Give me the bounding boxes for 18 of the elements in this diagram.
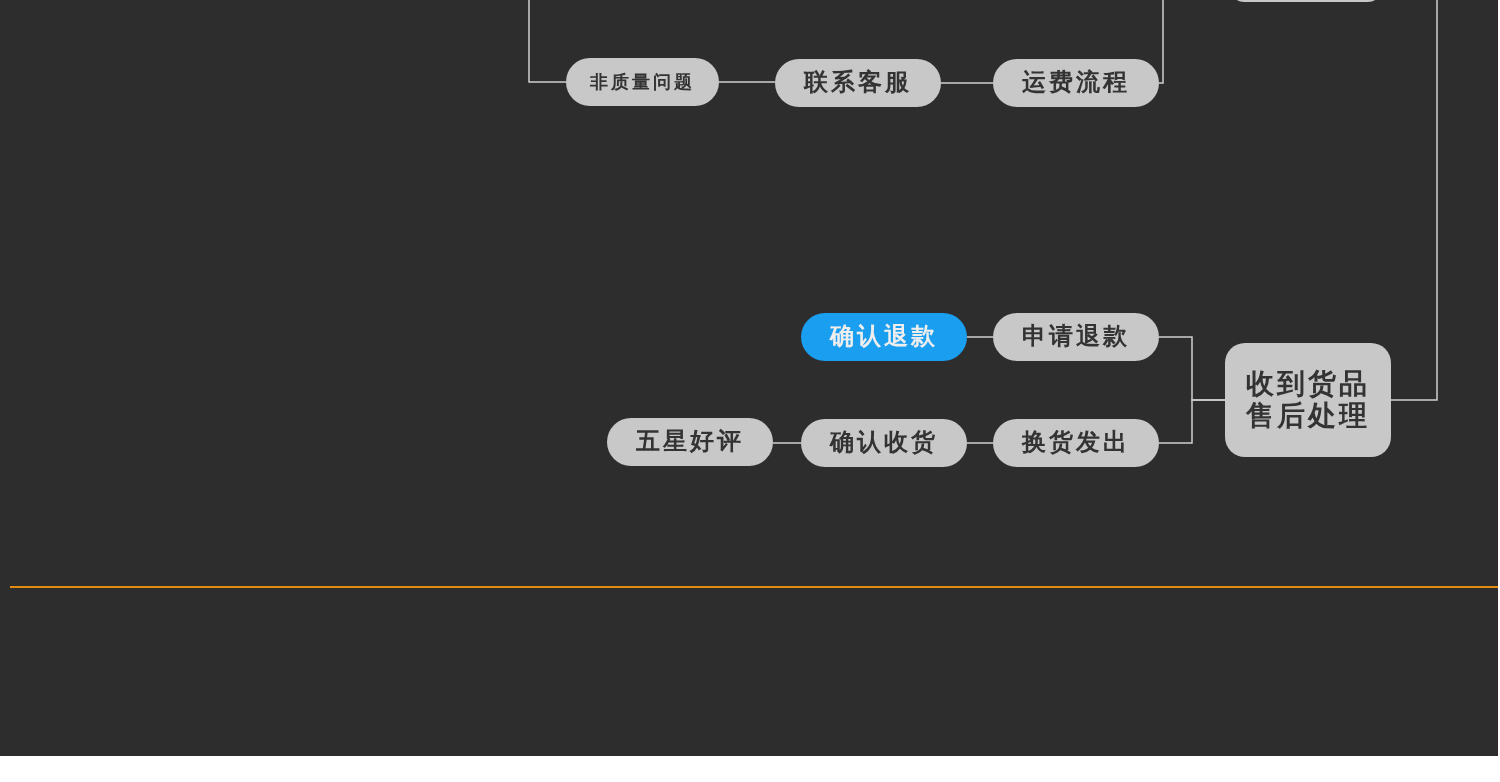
connector-line xyxy=(966,442,994,444)
connector-line xyxy=(528,0,567,83)
topic-box: 联系客服 xyxy=(775,59,941,107)
connector-line xyxy=(1158,0,1164,84)
connector-line xyxy=(772,442,802,444)
connector-line xyxy=(1158,399,1226,444)
topic-box: 确认退款 xyxy=(801,313,967,361)
connector-line xyxy=(966,336,994,338)
topic-box: 确认收货 xyxy=(801,419,967,467)
connector-line xyxy=(1390,0,1438,401)
topic-box: 收到货品售后处理 xyxy=(1225,343,1391,457)
connector-line xyxy=(940,82,994,84)
connector-line xyxy=(718,81,776,83)
topic-box: 运费流程 xyxy=(993,59,1159,107)
topic-box: 申请退款 xyxy=(993,313,1159,361)
topic-box: 非质量问题 xyxy=(566,58,719,106)
topic-box: 五星好评 xyxy=(607,418,773,466)
topic-box: 换货发出 xyxy=(993,419,1159,467)
